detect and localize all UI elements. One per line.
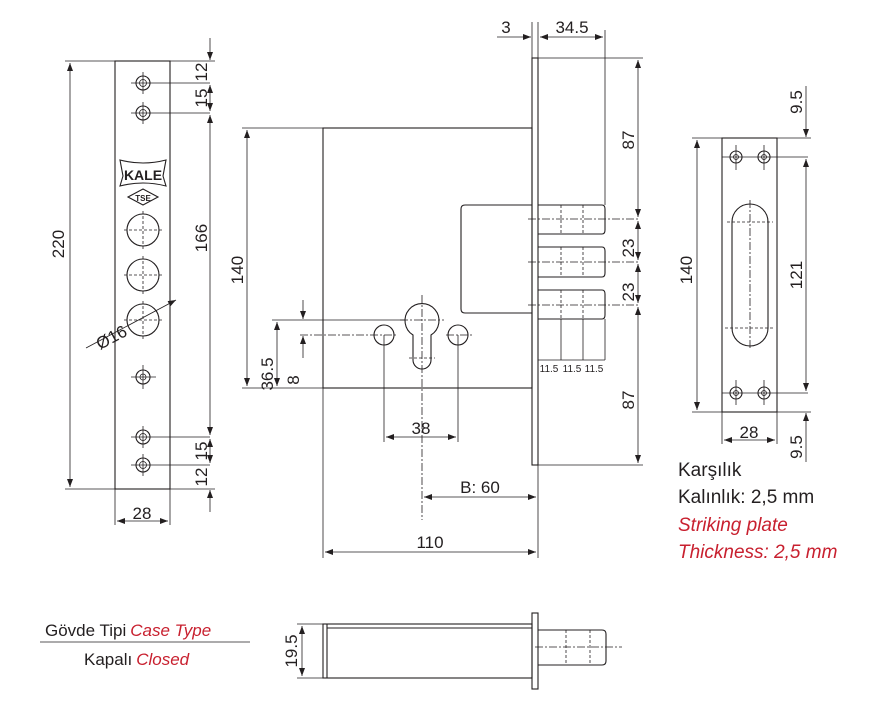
bottom-offset-dim: 12: [192, 468, 211, 487]
bolt-opening-icon: [124, 301, 162, 339]
bolt-opening-icon: [124, 211, 162, 249]
svg-text:KALE: KALE: [124, 167, 162, 183]
strike-top-offset-dim: 9.5: [787, 90, 806, 114]
bolt-slot-icon: [725, 200, 775, 350]
svg-text:TSE: TSE: [135, 194, 151, 203]
strike-hole-span-dim: 121: [787, 261, 806, 289]
top-to-bolt-dim: 87: [619, 131, 638, 150]
bolt-segment-dim: 11.5: [585, 364, 604, 375]
screw-hole-icon: [131, 426, 210, 448]
case-type-label-en: Case Type: [130, 621, 211, 640]
bolt-icon: [528, 289, 640, 320]
front-plate-width-dim: 28: [133, 504, 152, 523]
total-height-dim: 220: [49, 230, 68, 258]
front-plate-view: KALE TSE Ø16 220 12 15 166 15 12 28: [49, 38, 215, 525]
screw-hole-icon: [722, 380, 808, 405]
hole-span-dim: 166: [192, 224, 211, 252]
strike-width-dim: 28: [740, 423, 759, 442]
case-type-label-tr: Gövde Tipi: [45, 621, 126, 640]
bolt-icon: [528, 204, 640, 235]
case-top-view: 19.5: [282, 612, 622, 690]
case-depth-dim: 110: [416, 533, 443, 552]
bolt-to-bottom-dim: 87: [619, 391, 638, 410]
bolt-spacing-dim: 23: [619, 239, 638, 258]
keyhole-offset-dim: 8: [284, 375, 303, 384]
screw-hole-icon: [131, 102, 210, 124]
case-side-view: 3 34.5 87 23 23 87 11.5 11.5 11.5 140 36…: [228, 18, 643, 558]
bolt-housing: [460, 204, 532, 314]
strike-bottom-offset-dim: 9.5: [787, 435, 806, 459]
cylinder-keyhole-icon: [400, 295, 444, 520]
bolt-segment-dim: 11.5: [540, 364, 559, 375]
bolt-openings: [124, 211, 162, 339]
tse-logo: TSE: [126, 188, 160, 206]
handle-spacing-dim: 38: [412, 419, 431, 438]
top-offset-dim: 12: [192, 63, 211, 82]
cylinder-diameter-dim: Ø16: [93, 322, 130, 354]
bolt-icon: [538, 629, 607, 666]
case-height-dim: 140: [228, 256, 247, 284]
bottom-spacing-dim: 15: [192, 442, 211, 461]
kale-logo: KALE: [119, 159, 167, 187]
case-type-value-tr: Kapalı: [84, 650, 132, 669]
bolt-spacing-dim: 23: [619, 283, 638, 302]
strike-label-tr: Karşılık: [678, 460, 742, 481]
bolt-segment-dim: 11.5: [563, 364, 582, 375]
case-thickness-dim: 19.5: [282, 634, 301, 667]
strike-thickness-tr: Kalınlık: 2,5 mm: [678, 487, 814, 508]
cylinder-height-dim: 36.5: [258, 357, 277, 390]
top-spacing-dim: 15: [192, 89, 211, 108]
strike-height-dim: 140: [677, 256, 696, 284]
strike-thickness-en: Thickness: 2,5 mm: [678, 542, 837, 563]
front-plate-outline: [114, 60, 171, 490]
screw-hole-icon: [131, 72, 210, 94]
faceplate: [531, 57, 539, 466]
bolt-opening-icon: [124, 256, 162, 294]
screw-hole-icon: [757, 380, 771, 405]
bolts: [528, 204, 640, 320]
screw-hole-icon: [131, 454, 210, 476]
screw-hole-icon: [131, 365, 156, 389]
screw-hole-icon: [722, 145, 808, 170]
strike-plate-view: 140 9.5 121 9.5 28 Karşılık Kalınlık: 2,…: [677, 86, 837, 563]
faceplate-thickness-dim: 3: [501, 18, 510, 37]
handle-holes: [300, 324, 473, 442]
strike-label-en: Striking plate: [678, 515, 788, 536]
screw-holes: [131, 72, 210, 476]
backset-dim: B: 60: [460, 478, 500, 497]
bolt-icon: [528, 246, 640, 278]
case-type-value-en: Closed: [136, 650, 189, 669]
screw-hole-icon: [757, 145, 771, 170]
bolt-projection-dim: 34.5: [555, 18, 588, 37]
strike-plate-outline: [721, 137, 778, 413]
case-outline: [322, 127, 533, 389]
